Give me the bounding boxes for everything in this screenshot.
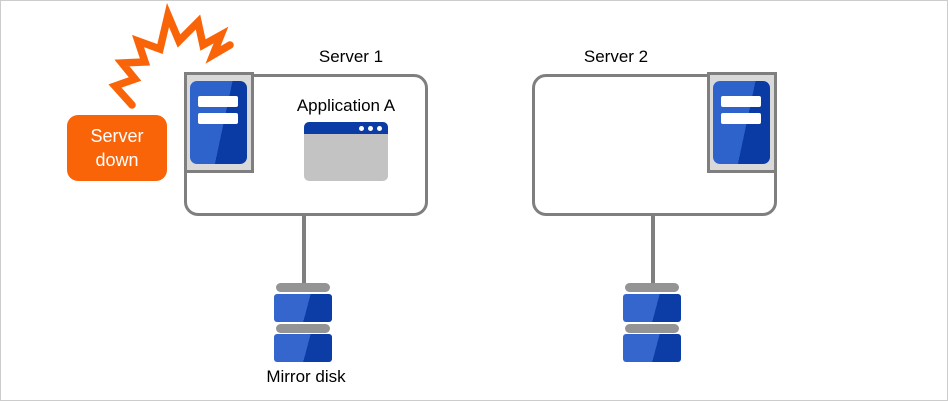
disk-cap — [276, 324, 330, 333]
disk-cap — [625, 283, 679, 292]
disk-cap — [625, 324, 679, 333]
server2-tower-panel — [707, 72, 777, 173]
crash-burst-icon — [108, 3, 234, 109]
mirror-disk-icon — [623, 283, 681, 363]
mirror-disk-label: Mirror disk — [266, 367, 346, 386]
disk-platter — [274, 294, 332, 322]
server1-label: Server 1 — [318, 47, 384, 66]
server1-tower-panel — [184, 72, 254, 173]
disk-platter — [623, 334, 681, 362]
window-dot — [359, 125, 364, 131]
server2-label: Server 2 — [583, 47, 649, 66]
disk-cap — [276, 283, 330, 292]
server-down-callout: Server down — [67, 115, 167, 181]
application-label: Application A — [296, 96, 396, 115]
server-tower-icon — [190, 81, 247, 164]
server-tower-icon — [713, 81, 770, 164]
server-down-label: Server down — [90, 126, 144, 170]
tower-slot — [721, 96, 761, 107]
window-titlebar — [304, 122, 388, 134]
server1-disk-connector — [302, 215, 306, 284]
application-window-icon — [304, 122, 388, 181]
disk-platter — [623, 294, 681, 322]
tower-slot — [198, 113, 238, 124]
mirror-disk-icon — [274, 283, 332, 363]
tower-slot — [721, 113, 761, 124]
window-dot — [368, 125, 373, 131]
server2-disk-connector — [651, 215, 655, 284]
window-dot — [377, 125, 382, 131]
tower-slot — [198, 96, 238, 107]
disk-platter — [274, 334, 332, 362]
